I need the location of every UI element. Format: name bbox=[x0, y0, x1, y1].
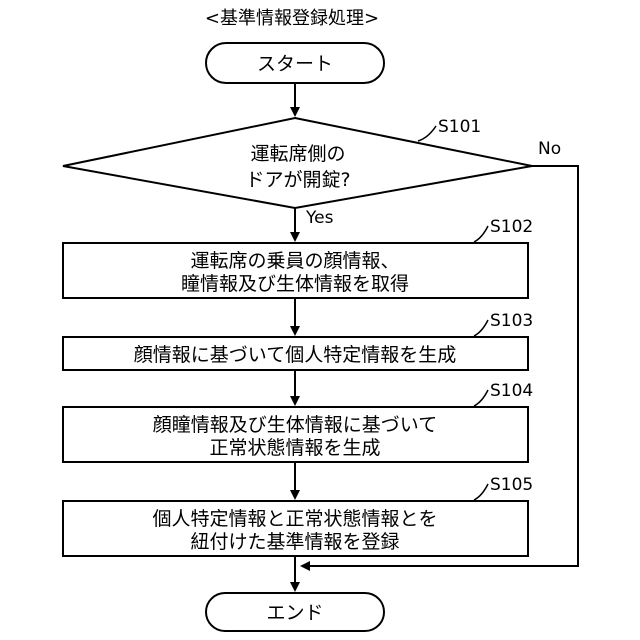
diagram-title: <基準情報登録処理> bbox=[205, 8, 379, 29]
step-leader-s104 bbox=[474, 390, 488, 406]
step-id-s101: S101 bbox=[438, 117, 481, 137]
process-s104-line1: 顔瞳情報及び生体情報に基づいて bbox=[153, 414, 437, 436]
decision-text-line2: ドアが開錠? bbox=[245, 169, 350, 191]
step-id-s103: S103 bbox=[490, 311, 533, 331]
step-leader-s102 bbox=[474, 226, 488, 242]
process-s103-line1: 顔情報に基づいて個人特定情報を生成 bbox=[134, 344, 456, 366]
process-s105-line2: 紐付けた基準情報を登録 bbox=[190, 531, 399, 553]
step-leader-s103 bbox=[474, 320, 488, 336]
step-id-s104: S104 bbox=[490, 381, 533, 401]
start-label: スタート bbox=[257, 53, 333, 75]
process-s104-line2: 正常状態情報を生成 bbox=[209, 437, 380, 459]
step-leader-s105 bbox=[474, 484, 488, 500]
end-label: エンド bbox=[266, 602, 323, 624]
yes-label: Yes bbox=[305, 208, 334, 228]
process-s105-line1: 個人特定情報と正常状態情報とを bbox=[152, 508, 437, 530]
no-label: No bbox=[538, 139, 561, 159]
process-s102-line1: 運転席の乗員の顔情報、 bbox=[190, 250, 399, 272]
process-s102-line2: 瞳情報及び生体情報を取得 bbox=[181, 273, 409, 295]
step-leader-s101 bbox=[418, 126, 436, 141]
step-id-s105: S105 bbox=[490, 475, 533, 495]
decision-text-line1: 運転席側の bbox=[250, 143, 345, 165]
step-id-s102: S102 bbox=[490, 217, 533, 237]
